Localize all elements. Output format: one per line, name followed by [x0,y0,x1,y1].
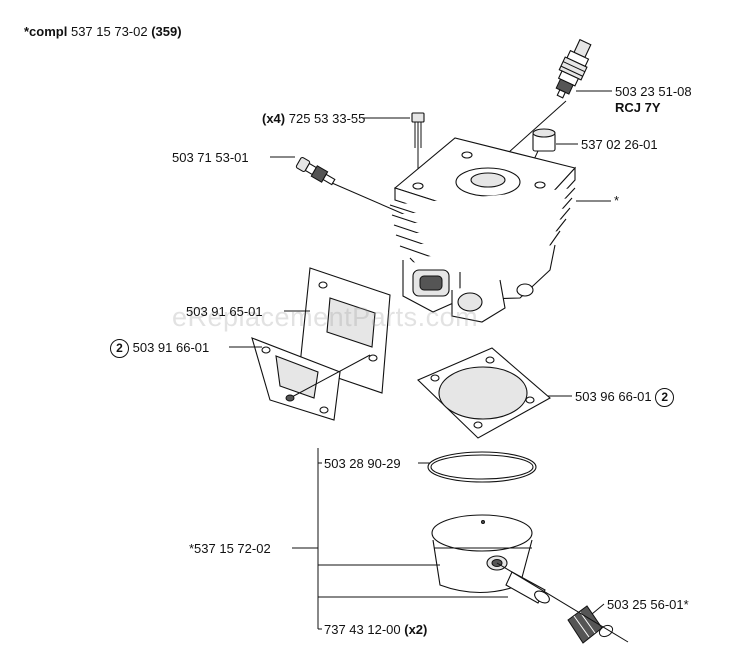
screw-label: (x4) 725 53 33-55 [262,111,365,126]
left-gasket-qty-circle: 2 [110,339,129,358]
plate-drawing [299,267,391,394]
screw-number: 725 53 33-55 [288,111,366,126]
left-gasket-drawing [251,337,341,421]
leader-lines [229,90,612,630]
valve-number-label: 503 71 53-01 [172,150,249,165]
cylinder-drawing [389,137,577,323]
screw-qty: (x4) [262,111,286,126]
plate-number-label: 503 91 65-01 [186,304,263,319]
valve-drawing [295,156,336,186]
header-part-number: 537 15 73-02 [70,24,148,39]
header-count: (359) [151,24,182,39]
circlip-label: 737 43 12-00 (x2) [324,622,427,637]
screw-drawing [411,112,425,152]
cap-drawing [532,128,556,152]
base-gasket-number: 503 96 66-01 [575,388,652,404]
left-gasket-label: 2 503 91 66-01 [110,339,209,358]
circlip-number: 737 43 12-00 [324,622,401,637]
piston-axis [496,562,629,643]
valve-axis [331,182,409,217]
piston-number-label: *537 15 72-02 [189,541,271,556]
bearing-number-label: 503 25 56-01* [607,597,689,612]
base-gasket-qty-circle: 2 [655,388,675,407]
header-prefix: *compl [24,24,68,39]
left-gasket-number: 503 91 66-01 [132,339,210,355]
base-gasket-drawing [417,347,551,439]
cap-number-label: 537 02 26-01 [581,137,658,152]
piston-ring-drawing [427,451,537,483]
piston-drawing [431,514,533,594]
spark-plug-number-label: 503 23 51-08 [615,84,692,99]
needle-bearing-drawing [567,605,603,644]
spark-plug-drawing [555,38,592,99]
spark-plug-type-label: RCJ 7Y [615,100,661,115]
circlip-qty: (x2) [404,622,428,637]
assembly-header: *compl 537 15 73-02 (359) [24,24,182,39]
base-gasket-label: 503 96 66-01 2 [575,388,675,407]
ring-number-label: 503 28 90-29 [324,456,401,471]
piston-pin-drawing [505,571,550,604]
gasket-stud-line [289,354,371,399]
watermark: eReplacementParts.com [172,302,479,332]
cylinder-marker: * [614,193,620,208]
